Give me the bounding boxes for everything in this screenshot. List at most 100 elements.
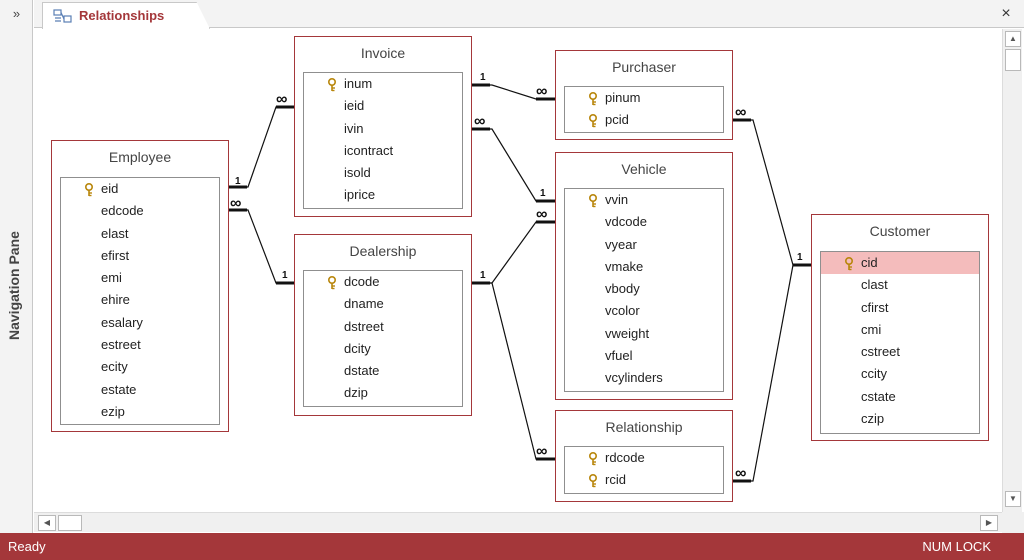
navigation-pane[interactable]: » Navigation Pane [0,0,33,533]
field-row[interactable]: estate [61,379,219,401]
field-row[interactable]: vyear [565,234,723,256]
field-list[interactable]: pinum pcid [564,86,724,133]
field-name: ehire [101,292,130,308]
primary-key-icon [587,113,599,128]
field-row[interactable]: dzip [304,382,462,404]
field-row[interactable]: esalary [61,312,219,334]
field-row[interactable]: ecity [61,356,219,378]
table-relationship[interactable]: Relationship rdcode rcid [555,410,733,502]
field-row[interactable]: rdcode [565,447,723,469]
table-title: Vehicle [621,161,667,177]
primary-key-icon [326,77,338,92]
field-row[interactable]: isold [304,162,462,184]
primary-key-icon [587,451,599,466]
field-row[interactable]: czip [821,408,979,430]
table-title: Purchaser [612,59,676,75]
field-name: emi [101,270,122,286]
field-name: inum [344,76,373,91]
num-lock-indicator: NUM LOCK [922,539,991,554]
field-row[interactable]: icontract [304,140,462,162]
field-row[interactable]: inum [304,73,462,95]
scroll-down-icon[interactable]: ▼ [1005,491,1021,507]
horizontal-scrollbar[interactable]: ◀ ▶ [34,512,1002,532]
field-row[interactable]: ccity [821,363,979,385]
vertical-scrollbar[interactable]: ▲ ▼ [1002,29,1022,512]
navigation-pane-label[interactable]: Navigation Pane [6,231,22,340]
field-row[interactable]: dstreet [304,316,462,338]
field-row[interactable]: emi [61,267,219,289]
field-row[interactable]: vweight [565,323,723,345]
field-row[interactable]: rcid [565,469,723,491]
field-name: vvin [605,192,629,207]
primary-key-icon [587,91,599,106]
table-title: Dealership [349,243,417,259]
field-row[interactable]: vvin [565,189,723,211]
horizontal-scroll-thumb[interactable] [58,515,82,531]
primary-key-icon [587,473,599,488]
field-row[interactable]: edcode [61,200,219,222]
field-name: cstreet [861,344,901,360]
table-title: Employee [108,149,172,165]
field-name: cstate [861,388,896,404]
field-row[interactable]: vcolor [565,300,723,322]
field-row[interactable]: ezip [61,401,219,423]
field-row[interactable]: vdcode [565,211,723,233]
field-row[interactable]: pcid [565,109,723,131]
field-row[interactable]: vbody [565,278,723,300]
field-row[interactable]: cid [821,252,979,275]
scroll-left-icon[interactable]: ◀ [38,515,56,531]
primary-key-icon [83,182,95,197]
scroll-right-icon[interactable]: ▶ [980,515,998,531]
field-row[interactable]: elast [61,223,219,245]
field-name: eid [101,181,119,196]
field-row[interactable]: eid [61,178,219,200]
table-purchaser[interactable]: Purchaser pinum pcid [555,50,733,140]
field-name: vyear [605,236,637,252]
field-row[interactable]: vmake [565,256,723,278]
field-list[interactable]: rdcode rcid [564,446,724,494]
field-row[interactable]: iprice [304,184,462,206]
field-name: estate [101,381,137,397]
field-name: dcity [344,340,371,356]
field-name: rdcode [605,450,645,465]
field-row[interactable]: clast [821,274,979,296]
field-row[interactable]: ehire [61,289,219,311]
close-icon[interactable]: × [1001,5,1011,22]
field-row[interactable]: ieid [304,95,462,117]
field-row[interactable]: dcode [304,271,462,293]
field-row[interactable]: vfuel [565,345,723,367]
field-name: edcode [101,203,144,219]
tab-relationships[interactable]: Relationships [42,2,210,29]
field-name: vcolor [605,303,640,319]
field-name: pinum [605,90,641,105]
field-row[interactable]: dname [304,293,462,315]
field-row[interactable]: cfirst [821,297,979,319]
field-row[interactable]: ivin [304,118,462,140]
field-name: rcid [605,472,626,488]
table-title: Relationship [605,419,683,435]
field-row[interactable]: dcity [304,338,462,360]
scroll-up-icon[interactable]: ▲ [1005,31,1021,47]
field-name: ecity [101,359,128,375]
field-row[interactable]: cmi [821,319,979,341]
expand-nav-pane-icon[interactable]: » [12,6,21,21]
field-row[interactable]: efirst [61,245,219,267]
field-row[interactable]: cstreet [821,341,979,363]
field-row[interactable]: cstate [821,386,979,408]
vertical-scroll-thumb[interactable] [1005,49,1021,71]
field-row[interactable]: pinum [565,87,723,109]
field-row[interactable]: dstate [304,360,462,382]
field-row[interactable]: estreet [61,334,219,356]
field-name: cmi [861,321,882,337]
field-row[interactable]: vcylinders [565,367,723,389]
